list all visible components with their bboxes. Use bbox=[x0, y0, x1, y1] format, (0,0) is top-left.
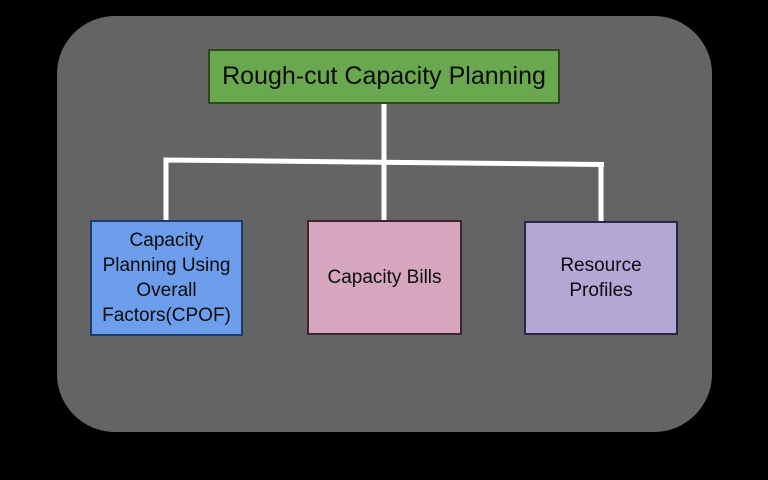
node-capacity-bills: Capacity Bills bbox=[307, 220, 462, 335]
node-resource-profiles: Resource Profiles bbox=[524, 221, 678, 335]
node-label-line: Profiles bbox=[569, 280, 633, 301]
node-label-line: Overall bbox=[136, 280, 197, 301]
node-rough-cut-capacity-planning: Rough-cut Capacity Planning bbox=[208, 49, 560, 104]
node-label-line: Factors(CPOF) bbox=[102, 305, 231, 326]
node-label-line: Planning Using bbox=[102, 255, 231, 276]
node-label: Rough-cut Capacity Planning bbox=[222, 62, 546, 90]
node-label-line: Capacity bbox=[129, 230, 204, 251]
node-label-line: Resource bbox=[560, 255, 642, 276]
node-capacity-planning-using-overall-factors: Capacity Planning Using Overall Factors(… bbox=[90, 220, 243, 336]
node-label: Capacity Bills bbox=[327, 267, 442, 288]
